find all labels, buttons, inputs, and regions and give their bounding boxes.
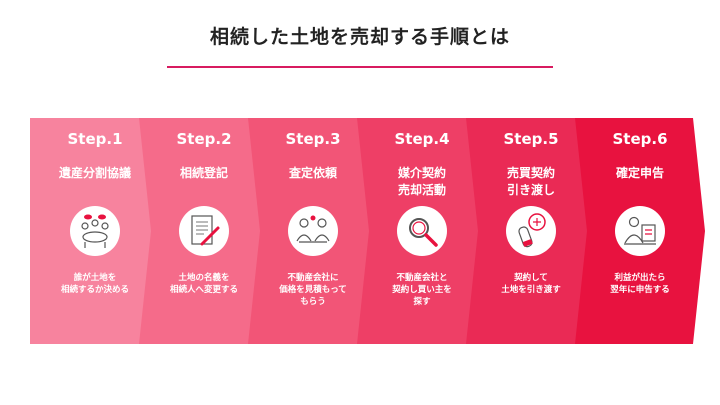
document-pen-icon	[179, 206, 229, 256]
magnifier-icon	[397, 206, 447, 256]
step-name: 売買契約 引き渡し	[506, 166, 555, 197]
consultation-icon	[288, 206, 338, 256]
page-title: 相続した土地を売却する手順とは	[209, 26, 510, 48]
step-1: Step.1 遺産分割協議 誰が土地を 相続するか決める	[30, 118, 160, 344]
step-label: Step.5	[503, 130, 559, 148]
step-description: 不動産会社と 契約し買い主を 探す	[392, 273, 452, 307]
step-name: 媒介契約 売却活動	[397, 166, 446, 197]
step-label: Step.6	[612, 130, 668, 148]
seal-stamp-icon	[506, 206, 556, 256]
step-2: Step.2 相続登記 土地の名義を 相続人へ変更する	[139, 118, 269, 344]
step-label: Step.4	[394, 130, 450, 148]
step-label: Step.2	[176, 130, 232, 148]
step-6: Step.6 確定申告 利益が出たら 翌年に申告する	[575, 118, 705, 344]
step-description: 利益が出たら 翌年に申告する	[610, 273, 670, 295]
family-meeting-icon	[70, 206, 120, 256]
step-name: 査定依頼	[288, 166, 337, 180]
step-description: 契約して 土地を引き渡す	[501, 273, 561, 295]
tax-filing-icon	[615, 206, 665, 256]
step-label: Step.3	[285, 130, 341, 148]
step-label: Step.1	[67, 130, 123, 148]
step-4: Step.4 媒介契約 売却活動 不動産会社と 契約し買い主を 探す	[357, 118, 487, 344]
step-3: Step.3 査定依頼 不動産会社に 価格を見積もって もらう	[248, 118, 378, 344]
step-description: 不動産会社に 価格を見積もって もらう	[279, 273, 347, 307]
step-description: 誰が土地を 相続するか決める	[60, 273, 129, 295]
title-underline	[167, 66, 553, 68]
step-name: 確定申告	[615, 166, 664, 180]
step-name: 相続登記	[179, 166, 228, 180]
step-5: Step.5 売買契約 引き渡し 契約して 土地を引き渡す	[466, 118, 596, 344]
step-description: 土地の名義を 相続人へ変更する	[169, 273, 238, 295]
step-name: 遺産分割協議	[58, 166, 131, 180]
